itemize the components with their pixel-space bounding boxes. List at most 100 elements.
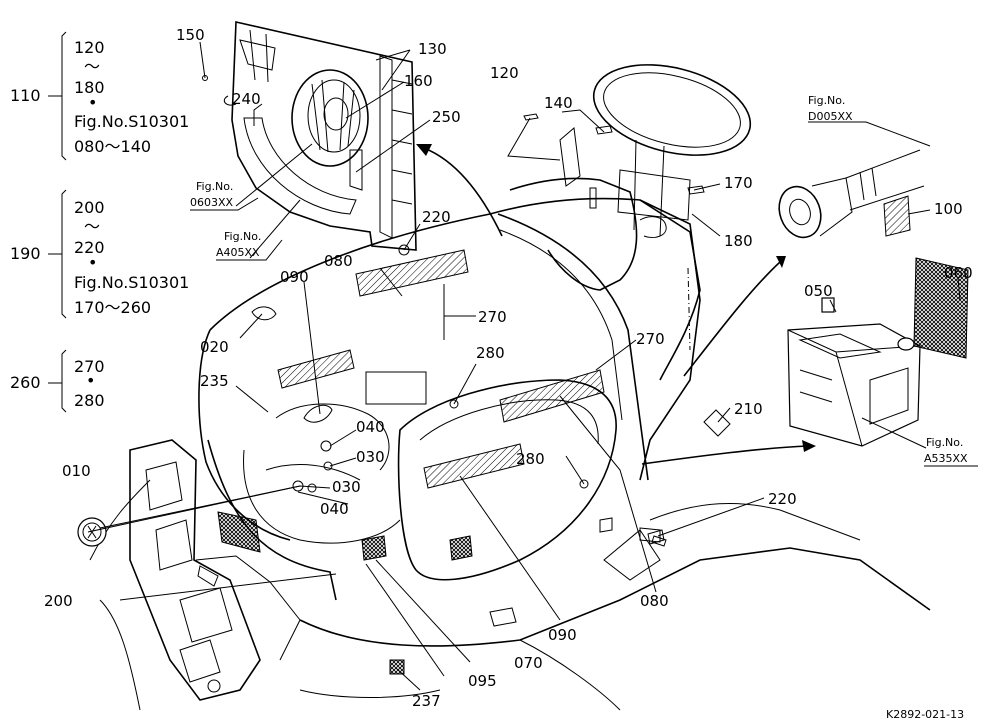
decal-120 [523, 113, 539, 121]
decal-020 [251, 306, 277, 321]
arrow-to-battery [641, 445, 809, 465]
leader-lines [87, 41, 961, 691]
part-label-220: 220 [768, 490, 797, 508]
part-label-150: 150 [176, 26, 205, 44]
legend-line: 180 [74, 78, 105, 97]
hood-block [365, 371, 427, 405]
legend-group-label: 110 [10, 86, 41, 105]
bolt-220 [647, 529, 665, 545]
part-label-170: 170 [724, 174, 753, 192]
arrow-to-radiator [423, 147, 503, 237]
fig-ref-code: A535XX [924, 452, 968, 465]
legend-line: ～ [84, 57, 100, 76]
washer-040 [320, 440, 332, 452]
fig-ref-line: Fig.No. [224, 230, 261, 243]
decal-080 [355, 249, 469, 297]
fig-ref-line: Fig.No. [926, 436, 963, 449]
fig-ref-code: 0603XX [190, 196, 234, 209]
fig-ref-code: D005XX [808, 110, 853, 123]
decal-140 [595, 125, 613, 135]
part-label-140: 140 [544, 94, 573, 112]
decal-090-side [423, 443, 525, 489]
legend-group-260: 260 270 • 280 [10, 349, 105, 413]
part-label-280: 280 [516, 450, 545, 468]
part-label-070: 070 [514, 654, 543, 672]
hood-body [89, 197, 931, 711]
part-label-220: 220 [422, 208, 451, 226]
fig-ref-line: Fig.No. [196, 180, 233, 193]
part-label-120: 120 [490, 64, 519, 82]
washer-220 [398, 244, 410, 256]
legend-line: 080～140 [74, 137, 151, 156]
decal-170 [687, 185, 705, 195]
part-label-270: 270 [636, 330, 665, 348]
legend-group-label: 260 [10, 373, 41, 392]
legend-group-110: 110 120 ～ 180 • Fig.No.S10301 080～140 [10, 31, 189, 161]
legend-line: • [88, 253, 97, 272]
part-label-095: 095 [468, 672, 497, 690]
part-label-080: 080 [640, 592, 669, 610]
legend-line: 120 [74, 38, 105, 57]
decal-237 [389, 659, 405, 675]
part-label-180: 180 [724, 232, 753, 250]
legend-line: 170～260 [74, 298, 151, 317]
nut-030b [307, 483, 317, 493]
legend-line: Fig.No.S10301 [74, 273, 189, 292]
part-label-235: 235 [200, 372, 229, 390]
part-label-010: 010 [62, 462, 91, 480]
clip-280b [579, 479, 589, 489]
part-label-160: 160 [404, 72, 433, 90]
nut-030 [323, 461, 333, 471]
decal-090 [277, 349, 355, 389]
part-label-050: 050 [804, 282, 833, 300]
radiator-assembly [202, 21, 417, 251]
legend-group-190: 190 200 ～ 220 • Fig.No.S10301 170～260 [10, 189, 189, 319]
part-label-020: 020 [200, 338, 229, 356]
part-label-200: 200 [44, 592, 73, 610]
legend-line: • [86, 371, 95, 390]
arrowhead [776, 256, 786, 268]
part-label-240: 240 [232, 90, 261, 108]
part-label-280: 280 [476, 344, 505, 362]
legend-line: • [88, 93, 97, 112]
legend-line: ～ [84, 217, 100, 236]
legend-bracket [48, 349, 67, 413]
part-label-270: 270 [478, 308, 507, 326]
part-label-210: 210 [734, 400, 763, 418]
part-label-030: 030 [332, 478, 361, 496]
fig-ref-code: A405XX [216, 246, 260, 259]
steering-dash [509, 64, 752, 291]
part-label-100: 100 [934, 200, 963, 218]
legend-bracket [48, 31, 67, 161]
part-label-130: 130 [418, 40, 447, 58]
clip-280 [449, 399, 459, 409]
part-label-090: 090 [548, 626, 577, 644]
part-label-237: 237 [412, 692, 441, 710]
part-label-030: 030 [356, 448, 385, 466]
part-label-250: 250 [432, 108, 461, 126]
part-label-060: 060 [944, 264, 973, 282]
decal-020b [303, 404, 333, 423]
part-label-090: 090 [280, 268, 309, 286]
legend-line: 270 [74, 357, 105, 376]
legend-group-label: 190 [10, 244, 41, 263]
battery [787, 297, 921, 447]
legend-line: 280 [74, 391, 105, 410]
part-label-040: 040 [320, 500, 349, 518]
fig-ref-line: Fig.No. [808, 94, 845, 107]
decal-210 [703, 409, 731, 437]
arrowhead [802, 440, 816, 452]
legend-bracket [48, 189, 67, 319]
legend-line: Fig.No.S10301 [74, 112, 189, 131]
battery-label-decal [913, 257, 969, 359]
shaft-component [778, 149, 925, 239]
legend-line: 220 [74, 238, 105, 257]
part-label-080: 080 [324, 252, 353, 270]
arrow-to-shaft [683, 261, 781, 377]
drawing-code: K2892-021-13 [886, 708, 964, 721]
legend-line: 200 [74, 198, 105, 217]
decal-100 [883, 195, 911, 237]
arrowhead [416, 144, 432, 156]
decal-080-side [499, 369, 605, 423]
